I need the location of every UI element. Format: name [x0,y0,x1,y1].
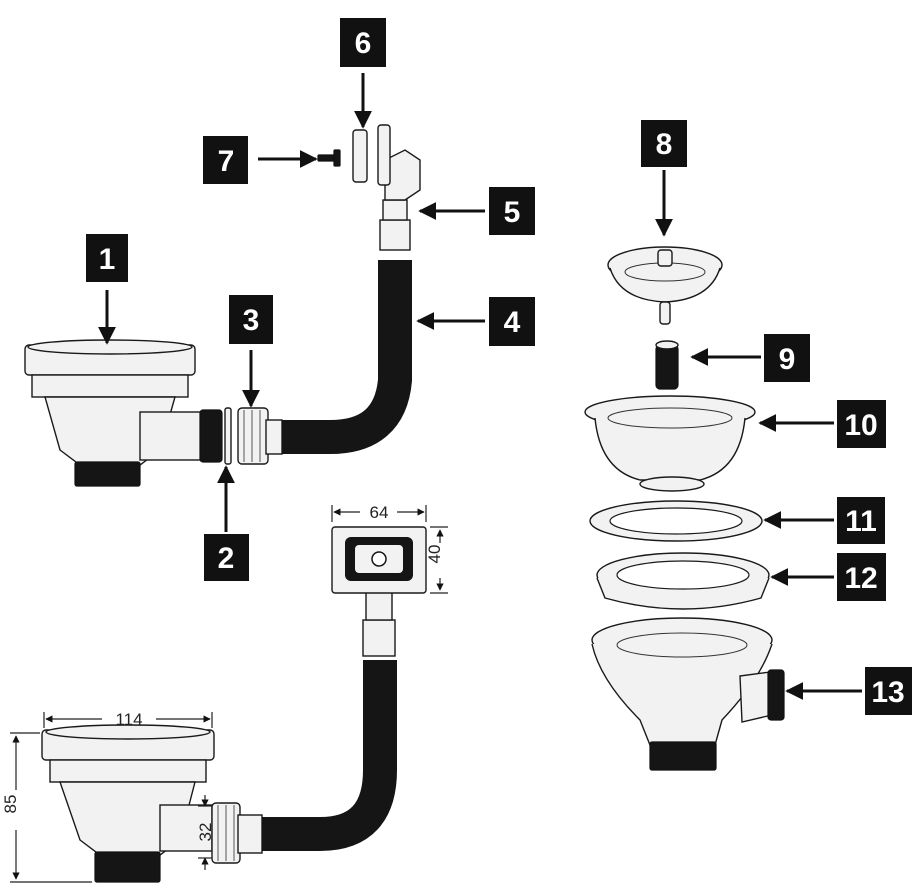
dimension-85: 85 [1,732,92,883]
union-nut-bottom [211,802,263,864]
callout-11: 11 [837,497,885,544]
callout-9-label: 9 [779,343,796,376]
drain-body-outlet [591,617,785,771]
callout-13: 13 [865,667,912,715]
dimension-64-label: 64 [370,503,389,522]
callout-11-label: 11 [845,505,877,538]
dimension-32: 32 [196,795,215,870]
dimension-64: 64 [331,503,427,522]
rubber-gasket [589,500,763,542]
strainer-basket [607,246,723,325]
dimension-85-label: 85 [1,795,20,814]
dimension-114: 114 [43,710,213,729]
callout-1: 1 [86,234,128,282]
callout-3-label: 3 [243,304,260,337]
leader-arrows [98,73,862,700]
callout-6: 6 [340,18,386,67]
sink-flange [584,395,756,492]
callout-1-label: 1 [99,243,116,276]
callout-5-label: 5 [504,196,521,229]
callout-5: 5 [489,187,535,235]
callout-9: 9 [764,334,810,382]
callout-7-label: 7 [218,145,235,178]
callout-12: 12 [837,553,886,601]
callout-12-label: 12 [844,562,877,595]
basket-drain-body-bottom [41,724,215,883]
dimension-114-label: 114 [115,710,142,729]
callout-3: 3 [229,295,273,344]
fixing-ring [596,552,770,610]
callout-13-label: 13 [871,676,904,709]
callout-10-label: 10 [844,409,877,442]
basket-drain-body-top [24,339,223,487]
callout-8: 8 [641,120,687,167]
dimension-40: 40 [425,526,448,594]
dimension-40-label: 40 [425,545,444,564]
callout-6-label: 6 [355,27,372,60]
callout-4-label: 4 [504,306,521,339]
overflow-plate-bottom [331,526,427,594]
callout-8-label: 8 [656,128,673,161]
overflow-hose-top [282,149,421,454]
screw [317,149,341,167]
washer-top [224,407,232,465]
overflow-hose-bottom [262,589,397,851]
stopper-pin [655,340,679,390]
callout-2-label: 2 [218,542,235,575]
overflow-cap-top [352,124,391,186]
callout-10: 10 [837,400,886,448]
callout-7: 7 [203,136,248,184]
callout-4: 4 [489,297,535,346]
callout-2: 2 [204,534,249,581]
union-nut-top [237,407,283,465]
dimension-32-label: 32 [196,823,215,842]
